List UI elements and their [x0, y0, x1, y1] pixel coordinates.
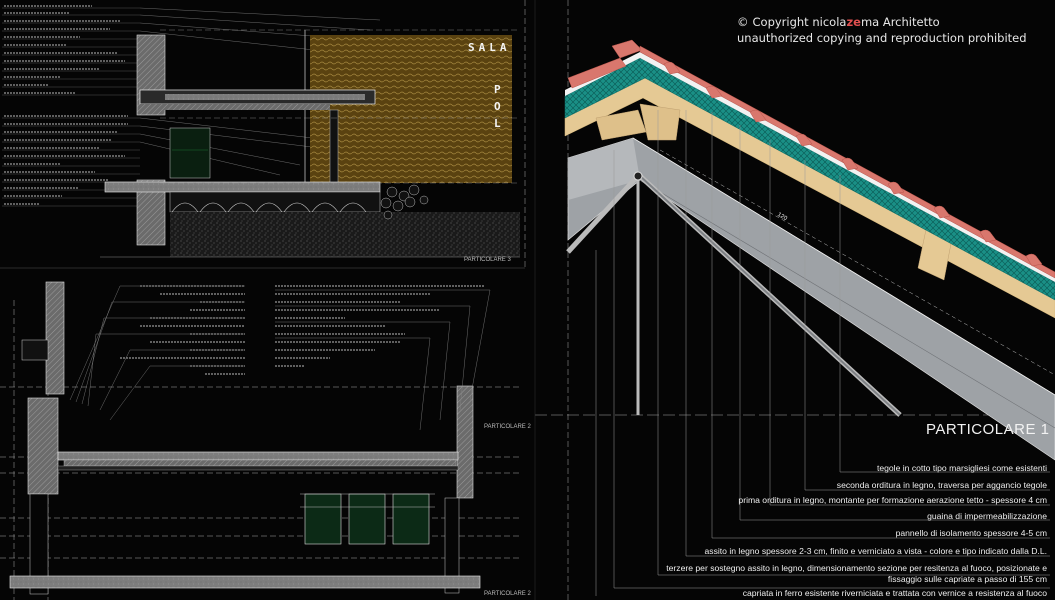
room-label-sala: SALA — [468, 41, 511, 54]
legend-item-second-frame: seconda orditura in legno, traversa per … — [836, 480, 1047, 490]
particolare-2-title: PARTICOLARE 2 — [484, 591, 531, 597]
room-label-o: O — [494, 100, 501, 113]
brick-wall — [310, 35, 512, 183]
copyright-suffix: ma Architetto — [860, 15, 940, 29]
copyright-line2: unauthorized copying and reproduction pr… — [737, 31, 1027, 45]
legend-item-wood-board: assito in legno spessore 2-3 cm, finito … — [704, 546, 1048, 556]
legend-item-first-frame: prima orditura in legno, montante per fo… — [738, 495, 1047, 505]
copyright-notice: ©Copyright nicolazema Architetto unautho… — [737, 14, 1027, 46]
particolare-2 — [0, 281, 520, 600]
legend-item-truss: capriata in ferro esistente riverniciata… — [742, 588, 1047, 598]
roof-tiles — [567, 39, 1055, 279]
legend-item-tiles: tegole in cotto tipo marsigliesi come es… — [876, 463, 1047, 473]
room-label-p: P — [494, 83, 501, 96]
particolare-3 — [2, 0, 526, 268]
particolare-3-title: PARTICOLARE 3 — [464, 257, 511, 263]
copyright-prefix: Copyright nicola — [752, 15, 847, 29]
legend-item-insulation: pannello di isolamento spessore 4-5 cm — [895, 528, 1047, 538]
particolare-2-title-top: PARTICOLARE 2 — [484, 424, 531, 430]
room-label-l: L — [494, 117, 501, 130]
legend-item-purlins-2: fissaggio sulle capriate a passo di 155 … — [887, 574, 1047, 584]
legend-item-purlins: terzere per sostegno assito in legno, di… — [666, 563, 1047, 573]
copyright-symbol: © — [737, 15, 749, 29]
particolare-1-title: PARTICOLARE 1 — [926, 421, 1050, 438]
particolare-1 — [534, 0, 1055, 600]
copyright-highlight: ze — [846, 15, 861, 29]
legend-item-membrane: guaina di impermeabilizzazione — [927, 511, 1047, 521]
